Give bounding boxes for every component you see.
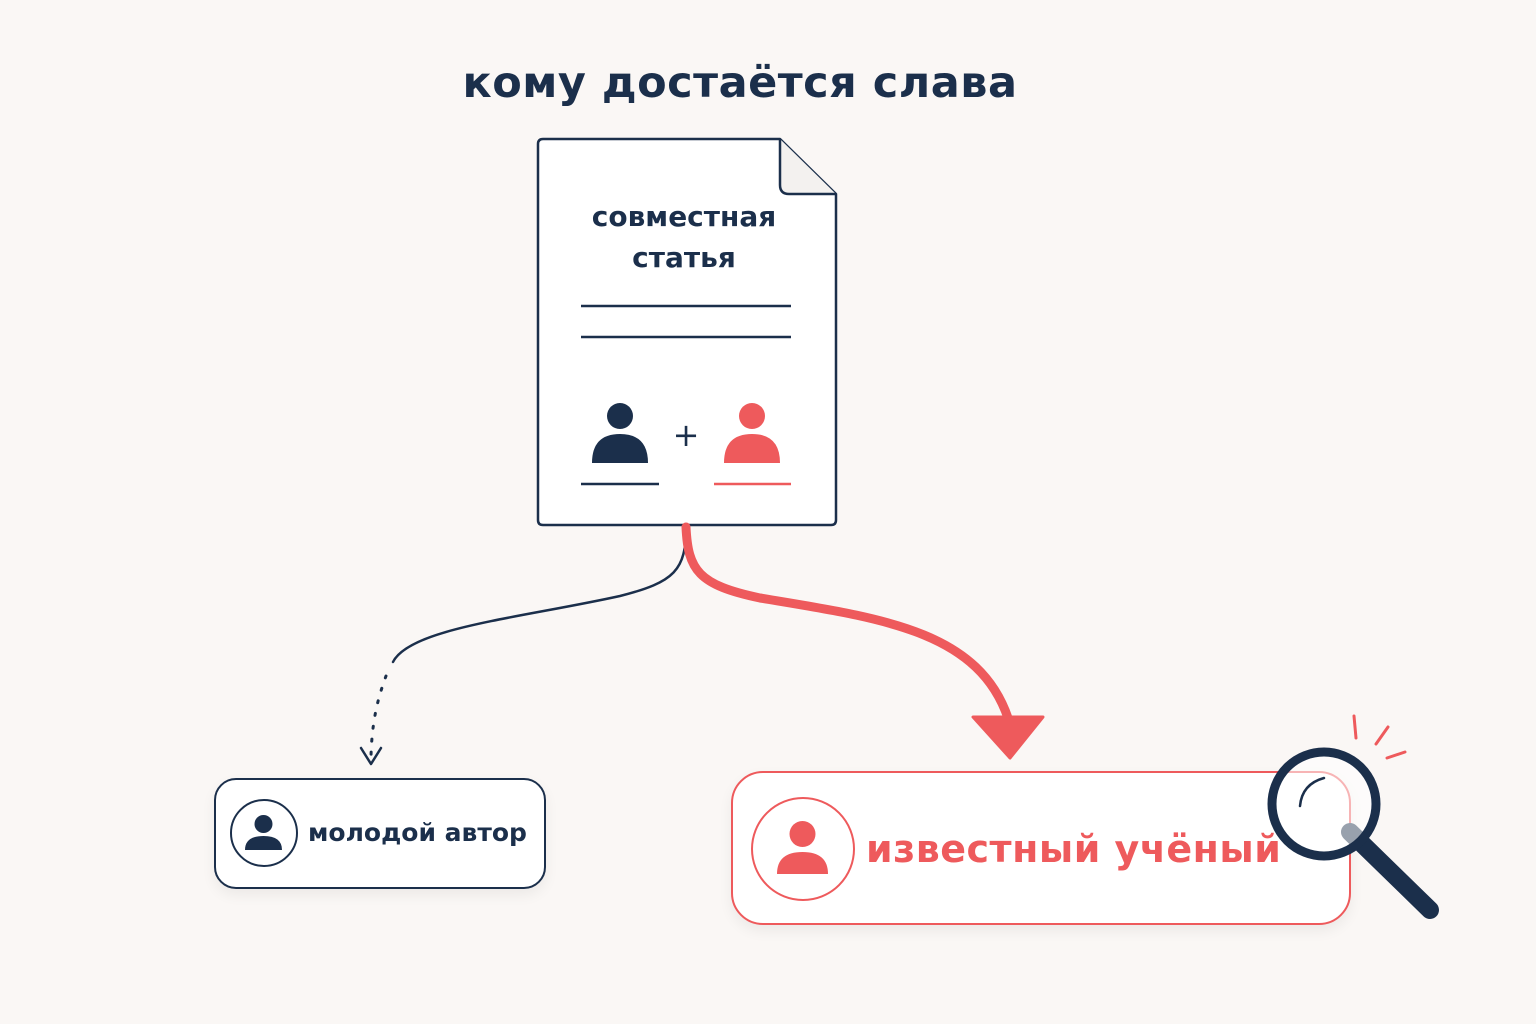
arrow-to-famous-scientist [681, 522, 1045, 760]
page-title: кому достаётся слава [462, 58, 1018, 108]
arrow-to-young-author [359, 525, 688, 766]
young-author-label: молодой автор [308, 818, 527, 847]
person-icon [581, 403, 659, 486]
document-icon [536, 137, 838, 527]
famous-scientist-label: известный учёный [866, 827, 1282, 871]
sparkle-lines [1352, 714, 1407, 760]
document-heading: совместная статья [591, 200, 777, 274]
person-icon [230, 799, 298, 867]
magnifier-icon [1267, 747, 1439, 919]
plus-sign: + [673, 416, 700, 454]
person-icon [714, 403, 791, 486]
person-icon [751, 797, 855, 901]
